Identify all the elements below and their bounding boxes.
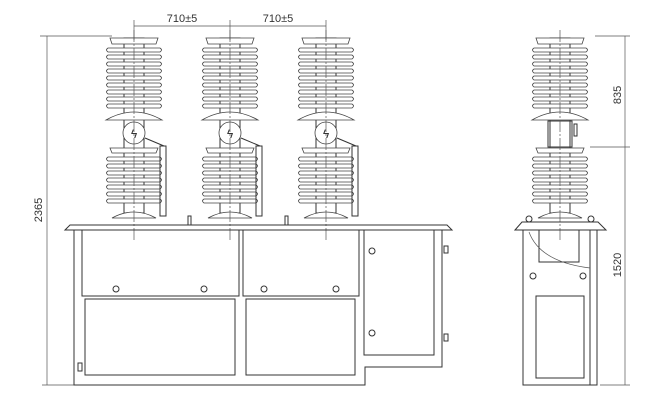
pole: ϟ <box>296 30 359 240</box>
lower-cap <box>301 147 351 154</box>
spacing-label-right: 710±5 <box>263 13 294 25</box>
nameplate-icon <box>77 362 83 372</box>
control-cabinet-door <box>363 229 435 356</box>
upper-height-label: 835 <box>612 86 624 104</box>
insulator-shed <box>532 170 588 176</box>
phase-spacing-dimension: 710±5 710±5 <box>133 13 327 40</box>
spacing-label-left: 710±5 <box>167 13 198 25</box>
lower-height-label: 1520 <box>612 253 624 277</box>
pole: ϟ <box>200 30 263 240</box>
pole <box>530 30 590 240</box>
hinge-icon <box>443 333 449 342</box>
insulator-shed <box>532 184 588 190</box>
lower-left-panel <box>84 298 236 376</box>
lower-cap <box>535 147 585 154</box>
pole: ϟ <box>104 30 167 240</box>
side-cabinet <box>513 215 608 386</box>
front-cabinet <box>63 215 454 386</box>
upper-left-panel <box>81 229 240 297</box>
side-view <box>530 30 590 240</box>
side-height-dimensions: 835 1520 <box>590 35 630 386</box>
hinge-icon <box>443 245 449 254</box>
lower-cap <box>205 147 255 154</box>
overall-height-label: 2365 <box>33 198 45 222</box>
upper-middle-panel <box>242 229 360 297</box>
operating-rod <box>255 145 263 217</box>
lower-cap <box>109 147 159 154</box>
lower-middle-panel <box>245 298 356 376</box>
operating-rod <box>159 145 167 217</box>
overall-height-dimension: 2365 <box>33 35 112 386</box>
operating-rod <box>351 145 359 217</box>
